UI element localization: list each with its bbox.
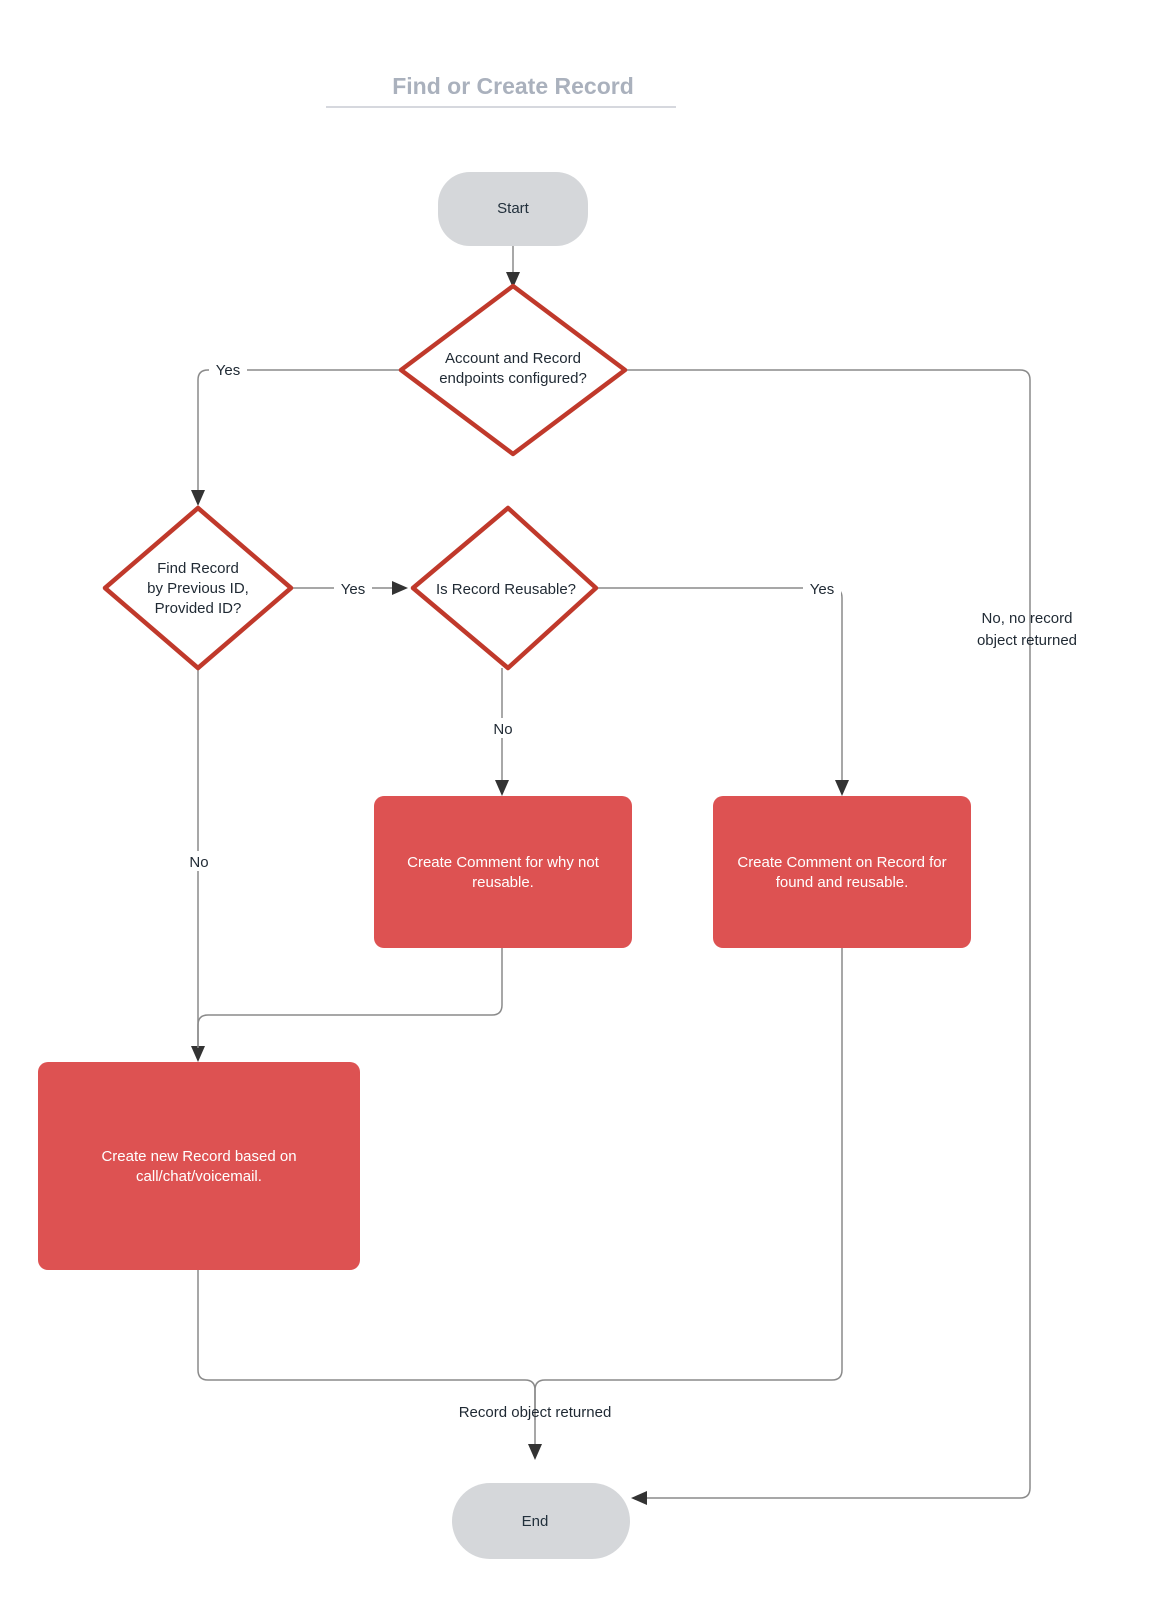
- edge-label-reusable-no-bg: [487, 718, 519, 738]
- process-create-record-line-2: call/chat/voicemail.: [136, 1168, 262, 1185]
- decision-find-record-line-1: Find Record: [157, 560, 239, 577]
- start-shape[interactable]: [438, 172, 588, 246]
- edge-label-reusable-yes-text: Yes: [810, 581, 834, 598]
- arrowhead-endpoints-yes: [191, 490, 205, 506]
- edge-label-record-returned-text: Record object returned: [459, 1404, 612, 1421]
- decision-find-record-line-2: by Previous ID,: [147, 580, 249, 597]
- node-decision-endpoints[interactable]: Account and Record endpoints configured?: [398, 283, 628, 457]
- edge-label-find-record-no: No: [183, 851, 215, 871]
- edge-create-record-to-end: [197, 1270, 536, 1446]
- process-comment-found-reusable-line-1: Create Comment on Record for: [737, 854, 946, 871]
- edge-found-reusable-to-end: [534, 948, 843, 1420]
- edge-label-reusable-no: No: [487, 718, 519, 738]
- node-decision-find-record[interactable]: Find Record by Previous ID, Provided ID?: [102, 505, 294, 671]
- start-label: Start: [497, 200, 530, 217]
- edge-not-reusable-to-create-record: [197, 948, 503, 1048]
- decision-find-record-shape[interactable]: [102, 505, 294, 671]
- decision-find-record-line-3: Provided ID?: [155, 600, 242, 617]
- arrowhead-find-record-no: [191, 1046, 205, 1062]
- edge-reusable-yes: [596, 587, 843, 782]
- nodes-layer: Start Account and Record endpoints confi…: [38, 172, 971, 1559]
- end-shape[interactable]: [452, 1483, 630, 1559]
- process-comment-found-reusable-shape[interactable]: [713, 796, 971, 948]
- edge-label-endpoints-no: No, no record object returned: [977, 610, 1077, 649]
- page-title: Find or Create Record: [392, 73, 634, 99]
- edge-label-reusable-no-text: No: [493, 721, 512, 738]
- decision-endpoints-line-2: endpoints configured?: [439, 370, 587, 387]
- arrowhead-reusable-no: [495, 780, 509, 796]
- edge-label-record-returned: Record object returned: [459, 1404, 612, 1421]
- process-create-record-shape[interactable]: [38, 1062, 360, 1270]
- decision-endpoints-line-1: Account and Record: [445, 350, 581, 367]
- end-label: End: [522, 1513, 549, 1530]
- node-start[interactable]: Start: [438, 172, 588, 246]
- decision-reusable-label: Is Record Reusable?: [436, 581, 576, 598]
- arrowhead-reusable-yes: [835, 780, 849, 796]
- process-comment-found-reusable-line-2: found and reusable.: [776, 874, 909, 891]
- decision-reusable-shape[interactable]: [410, 505, 599, 671]
- edge-label-find-record-yes: Yes: [334, 577, 372, 598]
- diagram-title-group: Find or Create Record: [326, 73, 676, 108]
- edge-label-endpoints-yes-bg: [209, 358, 247, 378]
- process-comment-not-reusable-line-2: reusable.: [472, 874, 534, 891]
- edge-label-endpoints-no-line-1: No, no record: [982, 610, 1073, 627]
- node-decision-reusable[interactable]: Is Record Reusable?: [410, 505, 599, 671]
- arrowhead-start-to-endpoints: [506, 272, 520, 288]
- node-end[interactable]: End: [452, 1483, 630, 1559]
- edge-label-find-record-no-text: No: [189, 854, 208, 871]
- edge-label-reusable-yes-bg: [803, 577, 841, 597]
- arrowhead-find-record-yes: [392, 581, 408, 595]
- process-create-record-line-1: Create new Record based on: [101, 1148, 296, 1165]
- process-comment-not-reusable-line-1: Create Comment for why not: [407, 854, 600, 871]
- edge-labels-layer: Yes No, no record object returned Yes No…: [183, 358, 1077, 1421]
- node-process-create-record[interactable]: Create new Record based on call/chat/voi…: [38, 1062, 360, 1270]
- node-process-comment-not-reusable[interactable]: Create Comment for why not reusable.: [374, 796, 632, 948]
- process-comment-not-reusable-shape[interactable]: [374, 796, 632, 948]
- arrowhead-endpoints-no: [631, 1491, 647, 1505]
- edge-label-find-record-yes-bg: [334, 577, 372, 597]
- decision-endpoints-shape[interactable]: [398, 283, 628, 457]
- edge-endpoints-no: [623, 369, 1031, 1499]
- edge-label-find-record-no-bg: [183, 851, 215, 871]
- edge-label-find-record-yes-text: Yes: [341, 581, 365, 598]
- edge-label-endpoints-yes-text: Yes: [216, 362, 240, 379]
- edge-endpoints-yes: [197, 369, 403, 492]
- edge-label-endpoints-yes: Yes: [209, 358, 247, 379]
- node-process-comment-found-reusable[interactable]: Create Comment on Record for found and r…: [713, 796, 971, 948]
- edge-label-endpoints-no-line-2: object returned: [977, 632, 1077, 649]
- edge-label-reusable-yes: Yes: [803, 577, 841, 598]
- arrowhead-create-record-to-end: [528, 1444, 542, 1460]
